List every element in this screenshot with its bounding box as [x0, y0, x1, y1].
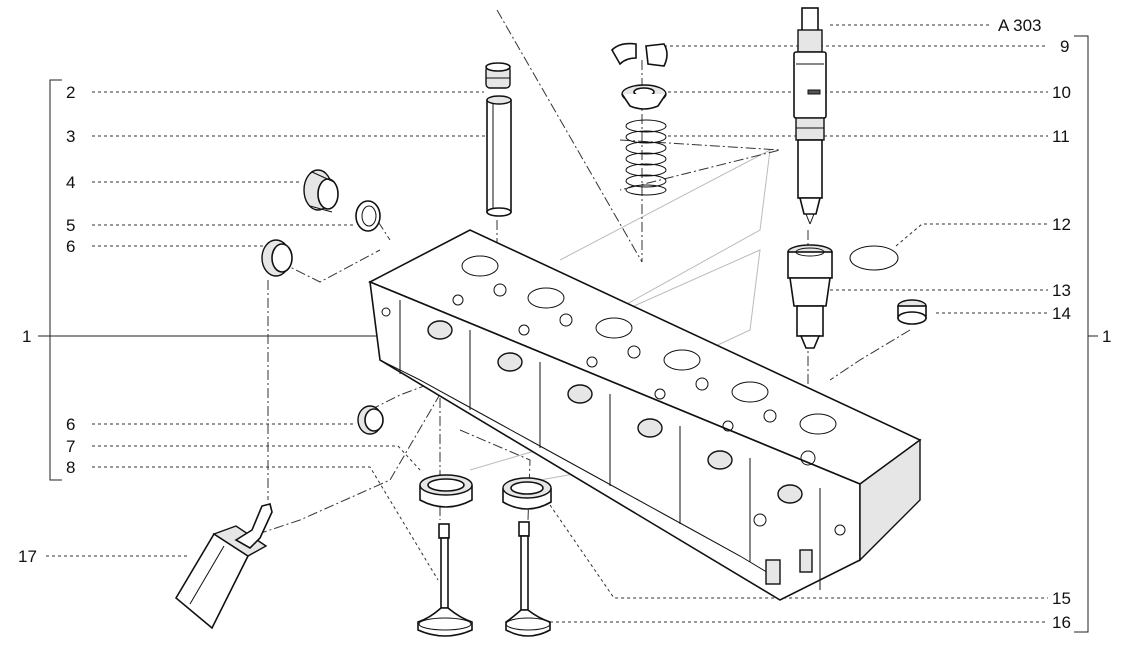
valve-stem-seal [485, 62, 511, 89]
o-ring [849, 245, 899, 271]
callout-13: 13 [1052, 281, 1071, 300]
threaded-plug [303, 169, 339, 213]
callout-labels: A 303 9 10 11 12 13 14 1 15 16 2 3 4 5 6… [18, 16, 1111, 632]
callout-16: 16 [1052, 613, 1071, 632]
sealant-tube [174, 503, 273, 630]
valve-guide [486, 95, 512, 217]
callout-17: 17 [18, 547, 37, 566]
valve-seat-insert-exhaust [502, 477, 552, 510]
cup-plug-lower [357, 405, 384, 435]
valve-seat-insert-intake [419, 474, 473, 508]
cylinder-head [368, 229, 922, 601]
right-group-bracket [1074, 35, 1098, 633]
cup-plug-upper [261, 239, 293, 277]
callout-15: 15 [1052, 589, 1071, 608]
leader-lines [46, 24, 1048, 623]
callout-12: 12 [1052, 215, 1071, 234]
callout-3: 3 [66, 127, 75, 146]
callout-a303: A 303 [998, 16, 1042, 35]
sealing-washer [355, 200, 381, 232]
callout-9: 9 [1060, 37, 1069, 56]
callout-11: 11 [1052, 127, 1070, 146]
callout-6-lower: 6 [66, 415, 75, 434]
spring-retainer [621, 84, 667, 110]
callout-10: 10 [1052, 83, 1071, 102]
callout-14: 14 [1052, 304, 1071, 323]
intake-valve [417, 523, 473, 637]
left-group-bracket [38, 79, 378, 481]
callout-1-right: 1 [1102, 327, 1111, 346]
callout-4: 4 [66, 173, 75, 192]
injector-sleeve [787, 244, 833, 349]
exhaust-valve [505, 521, 551, 637]
valve-spring [625, 119, 667, 196]
valve-cotters [611, 42, 668, 67]
callout-7: 7 [66, 437, 75, 456]
protective-cap [897, 299, 927, 325]
callout-2: 2 [66, 83, 75, 102]
callout-5: 5 [66, 216, 75, 235]
callout-8: 8 [66, 458, 75, 477]
callout-6-upper: 6 [66, 237, 75, 256]
callout-1-left: 1 [22, 327, 31, 346]
fuel-injector [793, 7, 827, 225]
